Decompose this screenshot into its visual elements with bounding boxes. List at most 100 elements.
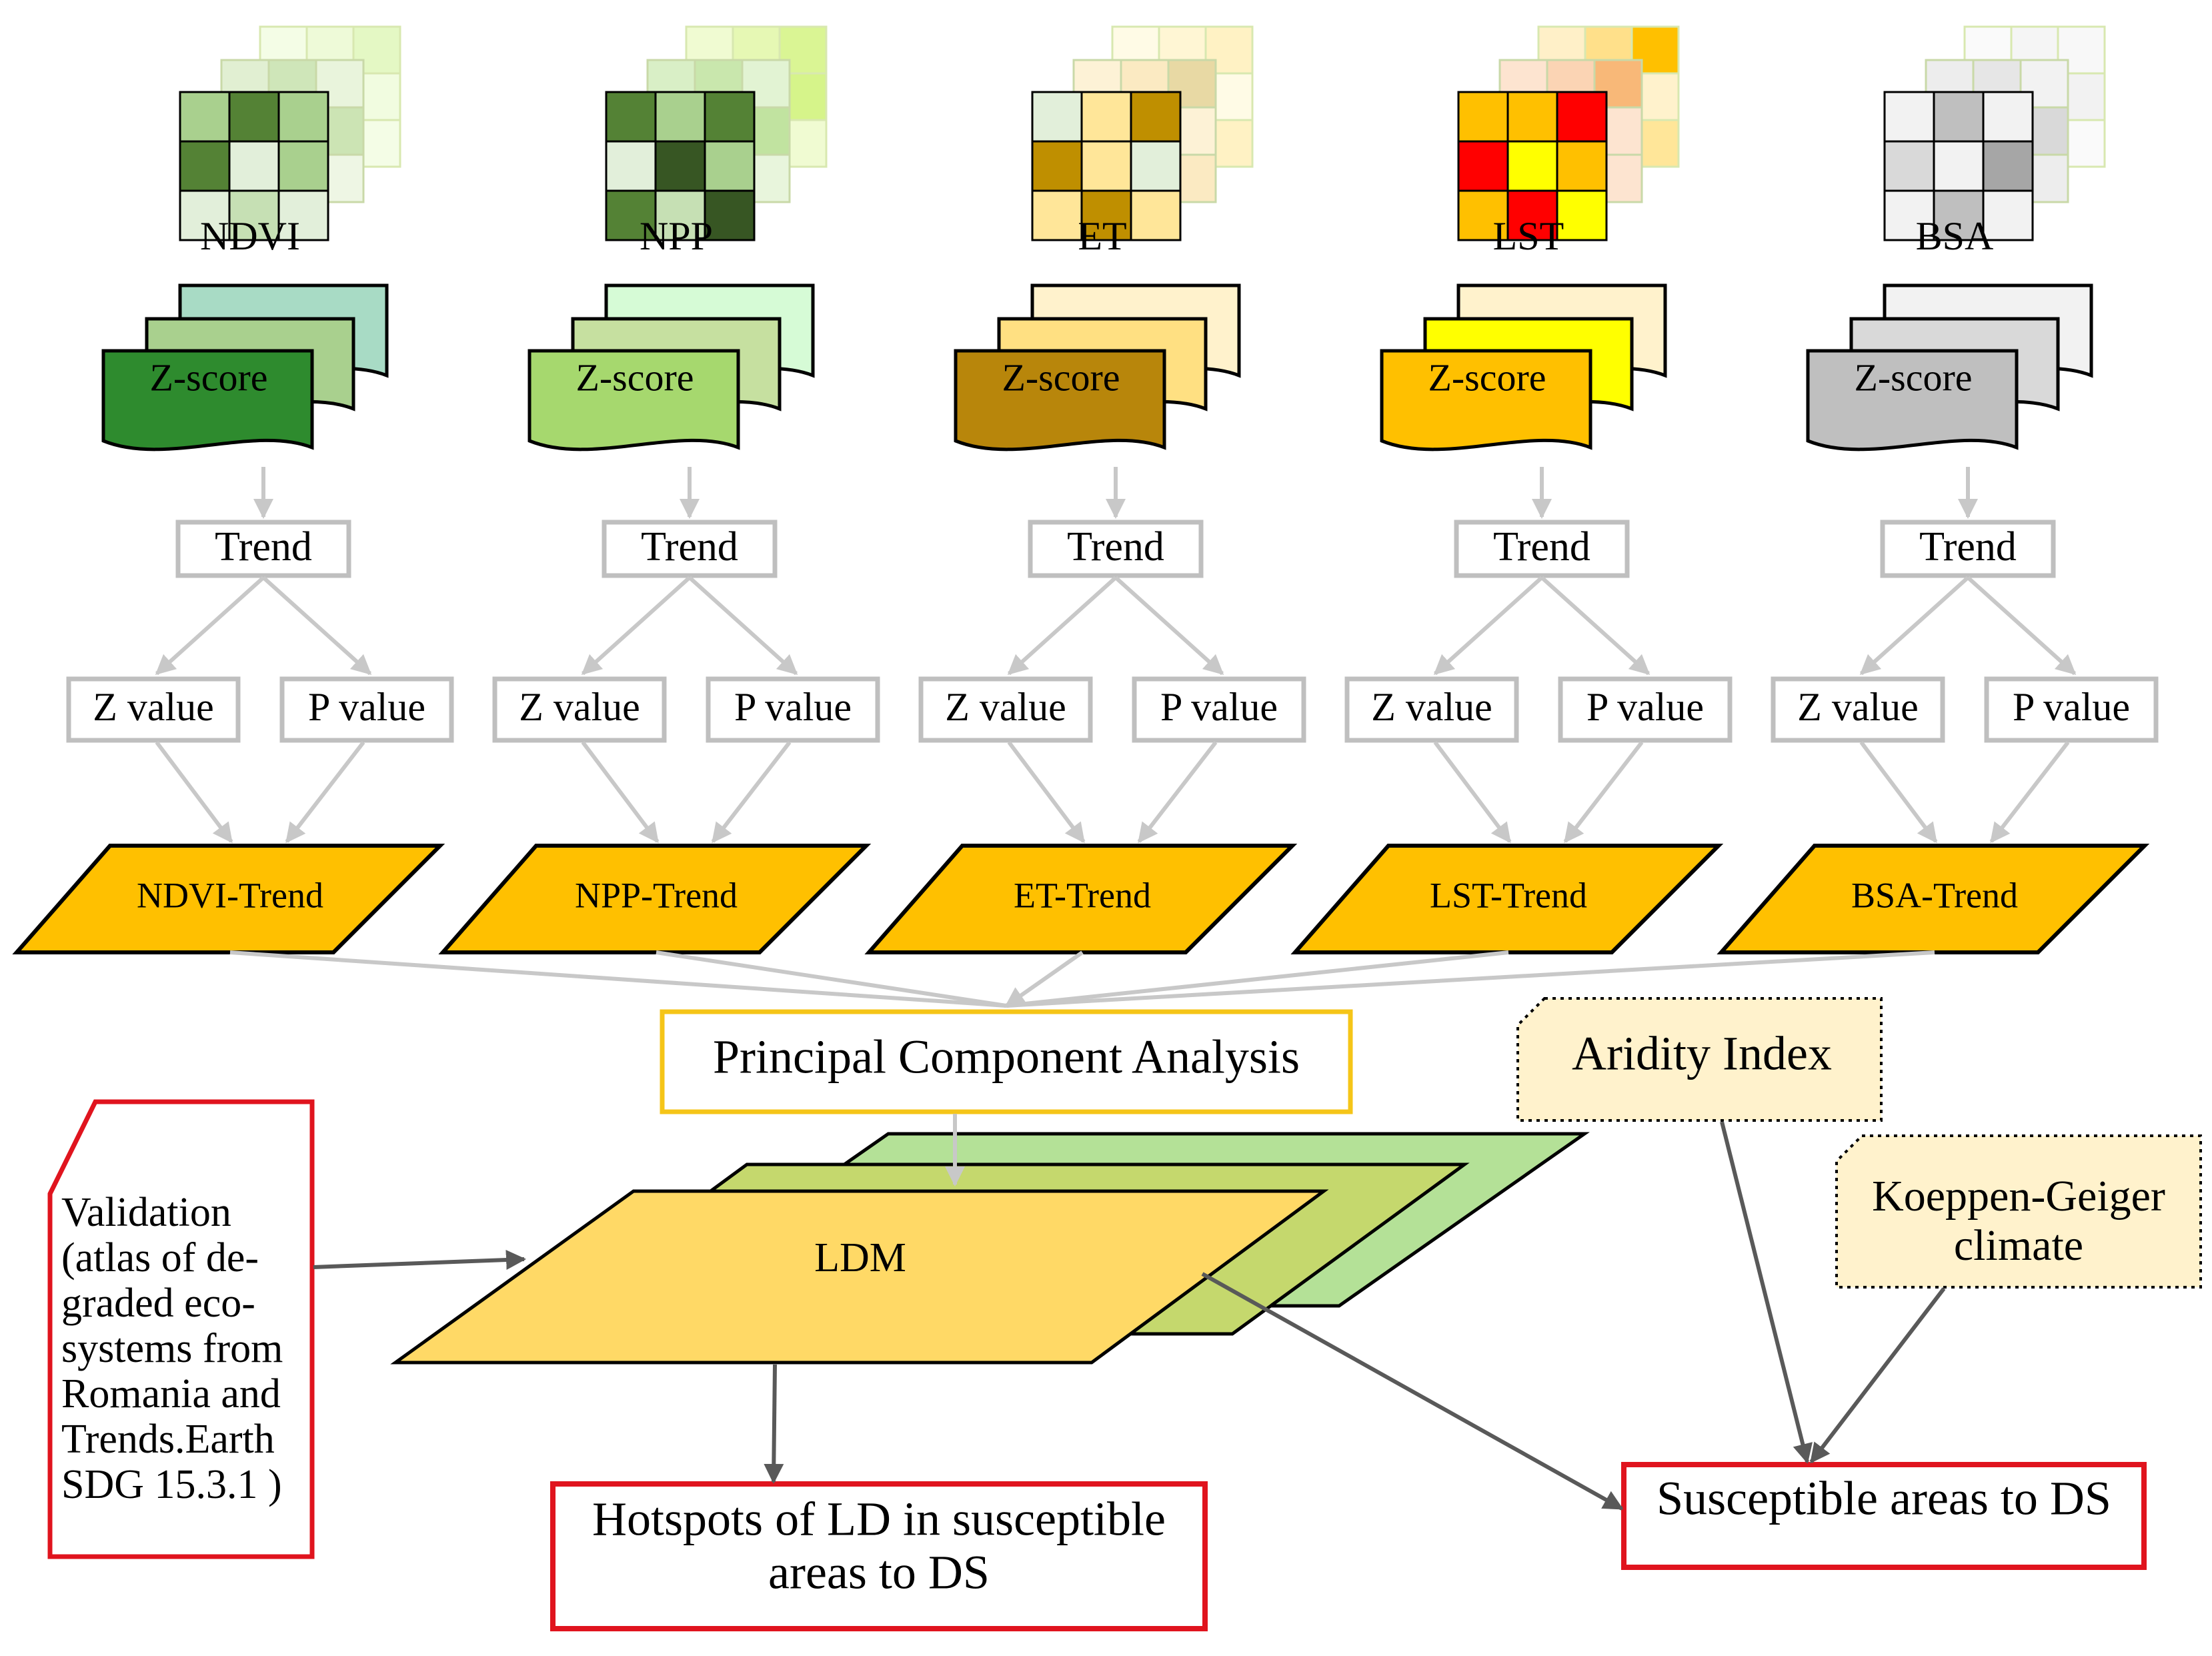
pca-input-connectors bbox=[229, 950, 1935, 1008]
npp-trend-to-z-arrow bbox=[581, 576, 692, 676]
ndvi-grid-front-cell bbox=[228, 91, 280, 143]
npp-grid-front bbox=[605, 91, 756, 241]
ldm-to-susceptible-arrow bbox=[1201, 1272, 1624, 1511]
ndvi-grid-front-cell bbox=[277, 91, 329, 143]
ndvi-result-label: NDVI-Trend bbox=[137, 875, 323, 915]
npp-grid-front-cell bbox=[704, 91, 756, 143]
et-grid-front-cell bbox=[1130, 91, 1182, 143]
et-z-to-result-arrow bbox=[1007, 741, 1086, 844]
ndvi-z-to-result-arrow bbox=[155, 741, 233, 844]
bsa-p-to-result-arrow bbox=[1989, 741, 2070, 844]
et-trend-to-p-arrow bbox=[1114, 576, 1224, 676]
lst-grid-front-cell bbox=[1556, 91, 1608, 143]
ndvi-grid-front-cell bbox=[179, 140, 231, 192]
bsa-trend-to-z-arrow bbox=[1859, 576, 1970, 676]
ndvi-trend-result: NDVI-Trend bbox=[12, 844, 445, 954]
npp-trend-to-p-arrow bbox=[688, 576, 798, 676]
npp-dataset-label: NPP bbox=[640, 214, 713, 258]
lst-z-value-box: Z value bbox=[1344, 676, 1519, 743]
ndvi-trend-label: Trend bbox=[215, 524, 312, 570]
npp-grid-front-cell bbox=[654, 140, 706, 192]
npp-trend-label: Trend bbox=[641, 524, 738, 570]
aridity-to-susceptible-arrow bbox=[1720, 1121, 1813, 1464]
aridity-label: Aridity Index bbox=[1572, 1027, 1832, 1080]
et-to-pca-arrow bbox=[1004, 950, 1084, 1008]
lst-trend-to-z-arrow bbox=[1433, 576, 1544, 676]
et-grid-front-cell bbox=[1031, 91, 1083, 143]
bsa-to-pca-line bbox=[1006, 950, 1935, 1008]
lst-trend-label: Trend bbox=[1493, 524, 1590, 570]
susceptible-output-box: Susceptible areas to DS bbox=[1621, 1462, 2147, 1570]
koeppen-to-susceptible-arrow bbox=[1809, 1287, 1946, 1464]
npp-z-value-label: Z value bbox=[519, 685, 640, 729]
ndvi-zscore-page-front bbox=[101, 349, 314, 452]
bsa-result-label: BSA-Trend bbox=[1851, 875, 2018, 915]
bsa-z-value-box: Z value bbox=[1771, 676, 1945, 743]
bsa-dataset-label: BSA bbox=[1916, 214, 1994, 258]
ndvi-grid-front-cell bbox=[228, 140, 280, 192]
et-p-value-label: P value bbox=[1160, 685, 1278, 729]
lst-to-pca-line bbox=[1006, 950, 1509, 1008]
ndvi-trend-to-z-arrow bbox=[155, 576, 265, 676]
npp-grid-front-cell bbox=[605, 189, 657, 241]
et-grid-front-cell bbox=[1130, 140, 1182, 192]
bsa-grid-front-cell bbox=[1982, 189, 2034, 241]
bsa-zscore-label: Z-score bbox=[1854, 355, 1972, 399]
ndvi-z-value-box: Z value bbox=[66, 676, 241, 743]
bsa-zscore-page-front bbox=[1806, 349, 2019, 452]
et-p-value-box: P value bbox=[1132, 676, 1306, 743]
lst-trend-to-p-arrow bbox=[1540, 576, 1650, 676]
bsa-grid-front-cell bbox=[1933, 189, 1985, 241]
validation-line-4: systems from bbox=[61, 1326, 283, 1371]
lst-grid-front-cell bbox=[1457, 140, 1509, 192]
validation-line-6: Trends.Earth bbox=[61, 1417, 275, 1462]
ndvi-dataset-label: NDVI bbox=[200, 214, 300, 258]
validation-text: Validation(atlas of de-graded eco-system… bbox=[61, 1190, 283, 1507]
npp-result-label: NPP-Trend bbox=[575, 875, 738, 915]
ndvi-grid-front-cell bbox=[179, 189, 231, 241]
ldm-to-hotspots-arrow bbox=[764, 1364, 784, 1484]
ndvi-z-value-label: Z value bbox=[93, 685, 214, 729]
pca-label: Principal Component Analysis bbox=[713, 1030, 1300, 1084]
et-trend-result: ET-Trend bbox=[864, 844, 1298, 954]
npp-trend-result: NPP-Trend bbox=[438, 844, 872, 954]
et-grid-front-cell bbox=[1031, 140, 1083, 192]
npp-grid-front-cell bbox=[654, 91, 706, 143]
koeppen-label-line-1: Koeppen-Geiger bbox=[1872, 1172, 2165, 1220]
npp-zscore-page-front bbox=[527, 349, 740, 452]
ndvi-p-value-label: P value bbox=[308, 685, 425, 729]
npp-grid-front-cell bbox=[704, 140, 756, 192]
lst-grid-front-cell bbox=[1506, 189, 1558, 241]
hotspots-label-line-1: Hotspots of LD in susceptible bbox=[592, 1493, 1166, 1546]
et-z-value-label: Z value bbox=[945, 685, 1066, 729]
lst-dataset-label: LST bbox=[1493, 214, 1564, 258]
bsa-trend-to-p-arrow bbox=[1966, 576, 2077, 676]
dark-connectors bbox=[313, 1121, 1946, 1511]
validation-line-3: graded eco- bbox=[61, 1281, 255, 1326]
ndvi-trend-box: Trend bbox=[175, 520, 351, 578]
et-zscore-page-front bbox=[954, 349, 1166, 452]
bsa-zscore-stack: Z-score bbox=[1806, 283, 2093, 452]
lst-grid-front bbox=[1457, 91, 1608, 241]
bsa-trend-box: Trend bbox=[1880, 520, 2056, 578]
hotspots-label-line-2: areas to DS bbox=[768, 1546, 990, 1599]
npp-grid-front-cell bbox=[605, 140, 657, 192]
lst-grid-front-cell bbox=[1556, 189, 1608, 241]
npp-p-to-result-arrow bbox=[711, 741, 792, 844]
et-trend-box: Trend bbox=[1028, 520, 1204, 578]
lst-p-to-result-arrow bbox=[1563, 741, 1644, 844]
lst-trend-box: Trend bbox=[1454, 520, 1630, 578]
ndvi-p-to-result-arrow bbox=[285, 741, 365, 844]
bsa-p-value-label: P value bbox=[2013, 685, 2130, 729]
ldm-layer-front bbox=[390, 1189, 1329, 1365]
npp-raster-stack-icon bbox=[605, 25, 828, 241]
npp-trend-box: Trend bbox=[602, 520, 778, 578]
npp-grid-front-cell bbox=[605, 91, 657, 143]
validation-line-5: Romania and bbox=[61, 1371, 281, 1417]
et-trend-label: Trend bbox=[1067, 524, 1164, 570]
bsa-z-value-label: Z value bbox=[1797, 685, 1919, 729]
npp-p-value-label: P value bbox=[734, 685, 852, 729]
